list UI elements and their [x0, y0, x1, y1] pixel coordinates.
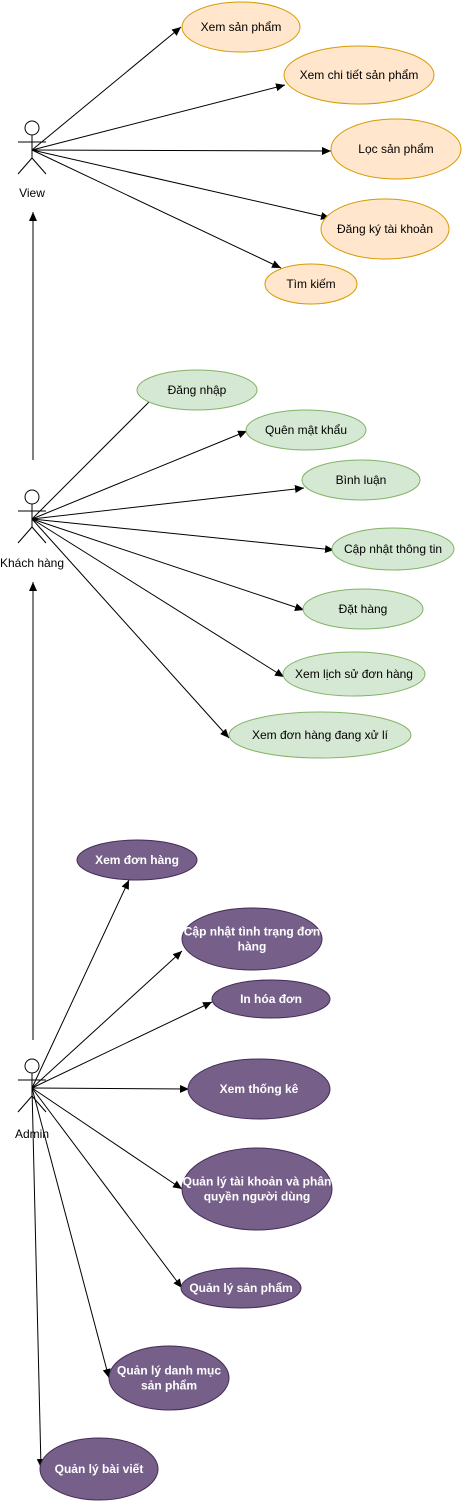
usecase-ellipse — [187, 1058, 331, 1120]
actor-figure-icon — [17, 1058, 47, 1113]
actor-label: Admin — [15, 1127, 49, 1141]
association-quan-ly-san-pham — [31, 1087, 183, 1289]
usecase-label: hàng — [238, 940, 267, 954]
usecase-dat-hang[interactable]: Đặt hàng — [302, 588, 424, 630]
association-xem-san-pham — [31, 26, 182, 151]
usecase-label: Lọc sản phẩm — [358, 142, 433, 156]
association-quan-ly-danh-muc-san-pham — [31, 1087, 111, 1379]
usecase-xem-don-hang[interactable]: Xem đơn hàng — [76, 839, 198, 881]
association-dat-hang — [31, 518, 305, 611]
usecase-ellipse — [211, 979, 331, 1019]
usecase-ellipse — [302, 588, 424, 630]
usecase-label: Đăng ký tài khoản — [337, 222, 433, 236]
association-dang-ky-tai-khoan — [31, 149, 331, 220]
usecase-in-hoa-don[interactable]: In hóa đơn — [211, 979, 331, 1019]
association-xem-don-hang — [31, 879, 130, 1089]
actor-customer[interactable]: Khách hàng — [0, 489, 64, 570]
usecase-label: Quên mật khẩu — [265, 423, 347, 437]
usecase-label: Quản lý sản phẩm — [189, 1281, 292, 1295]
usecase-label: Xem đơn hàng — [95, 853, 179, 867]
usecase-xem-san-pham[interactable]: Xem sản phẩm — [181, 1, 301, 53]
association-quan-ly-tai-khoan-va-phan-quyen-nguoi-dung — [31, 1087, 183, 1190]
usecase-ellipse — [264, 263, 358, 305]
association-cap-nhat-tinh-trang-don-hang — [31, 950, 183, 1089]
usecase-ellipse — [331, 527, 455, 571]
usecase-ellipse — [181, 1147, 333, 1231]
usecase-xem-lich-su-don-hang[interactable]: Xem lịch sử đơn hàng — [282, 651, 426, 697]
usecase-label: sản phẩm — [141, 1379, 197, 1393]
usecase-loc-san-pham[interactable]: Lọc sản phẩm — [330, 118, 462, 180]
usecase-quan-ly-bai-viet[interactable]: Quản lý bài viết — [39, 1437, 159, 1501]
usecase-ellipse — [245, 409, 367, 451]
association-loc-san-pham — [31, 146, 332, 155]
association-xem-chi-tiet-san-pham — [31, 83, 286, 151]
usecase-dang-nhap[interactable]: Đăng nhập — [136, 369, 258, 411]
actor-admin[interactable]: Admin — [15, 1058, 49, 1141]
usecase-ellipse — [136, 369, 258, 411]
usecase-label: Xem chi tiết sản phẩm — [300, 68, 419, 82]
usecase-xem-chi-tiet-san-pham[interactable]: Xem chi tiết sản phẩm — [283, 45, 435, 105]
association-binh-luan — [31, 485, 305, 520]
association-in-hoa-don — [31, 1001, 213, 1089]
usecase-ellipse — [228, 711, 412, 759]
usecase-label: quyền người dùng — [204, 1190, 311, 1204]
usecase-label: Quản lý bài viết — [55, 1462, 144, 1476]
usecase-label: Quản lý danh mục — [117, 1364, 221, 1378]
usecase-label: Quản lý tài khoản và phân — [183, 1175, 332, 1189]
usecase-ellipse — [301, 459, 421, 501]
usecase-ellipse — [181, 1, 301, 53]
association-xem-lich-su-don-hang — [31, 518, 285, 678]
usecase-label: Xem đơn hàng đang xử lí — [252, 728, 389, 742]
usecase-label: Xem sản phẩm — [201, 20, 282, 34]
usecase-xem-thong-ke[interactable]: Xem thống kê — [187, 1058, 331, 1120]
usecase-label: Đặt hàng — [339, 602, 388, 616]
usecase-ellipse — [320, 198, 450, 260]
usecase-cap-nhat-thong-tin[interactable]: Cập nhật thông tin — [331, 527, 455, 571]
usecase-label: Cập nhật thông tin — [344, 542, 442, 556]
actor-view[interactable]: View — [17, 120, 47, 200]
usecase-label: In hóa đơn — [240, 992, 302, 1006]
association-xem-thong-ke — [31, 1084, 190, 1093]
association-cap-nhat-thong-tin — [31, 518, 335, 554]
usecase-label: Bình luận — [336, 473, 387, 487]
association-xem-don-hang-dang-xu-li — [31, 518, 230, 739]
usecase-ellipse — [39, 1437, 159, 1501]
usecase-xem-don-hang-dang-xu-li[interactable]: Xem đơn hàng đang xử lí — [228, 711, 412, 759]
usecase-label: Xem thống kê — [220, 1082, 299, 1096]
usecase-quan-ly-san-pham[interactable]: Quản lý sản phẩm — [180, 1267, 302, 1309]
association-quan-ly-bai-viet — [31, 1087, 45, 1469]
actor-label: Khách hàng — [0, 556, 64, 570]
usecase-label: Cập nhật tình trạng đơn — [184, 925, 321, 939]
usecase-ellipse — [181, 907, 323, 971]
usecase-ellipse — [108, 1345, 230, 1411]
usecase-tim-kiem[interactable]: Tìm kiếm — [264, 263, 358, 305]
usecase-label: Đăng nhập — [168, 383, 227, 397]
actor-figure-icon — [17, 120, 47, 175]
usecase-dang-ky-tai-khoan[interactable]: Đăng ký tài khoản — [320, 198, 450, 260]
usecase-ellipse — [180, 1267, 302, 1309]
usecase-label: Xem lịch sử đơn hàng — [295, 667, 413, 681]
actor-label: View — [19, 186, 45, 200]
association-quen-mat-khau — [31, 430, 248, 520]
actor-figure-icon — [17, 489, 47, 544]
usecase-ellipse — [330, 118, 462, 180]
usecase-label: Tìm kiếm — [286, 277, 335, 291]
usecase-ellipse — [283, 45, 435, 105]
usecase-binh-luan[interactable]: Bình luận — [301, 459, 421, 501]
usecase-quen-mat-khau[interactable]: Quên mật khẩu — [245, 409, 367, 451]
usecase-ellipse — [282, 651, 426, 697]
usecase-ellipse — [76, 839, 198, 881]
association-tim-kiem — [31, 149, 282, 269]
